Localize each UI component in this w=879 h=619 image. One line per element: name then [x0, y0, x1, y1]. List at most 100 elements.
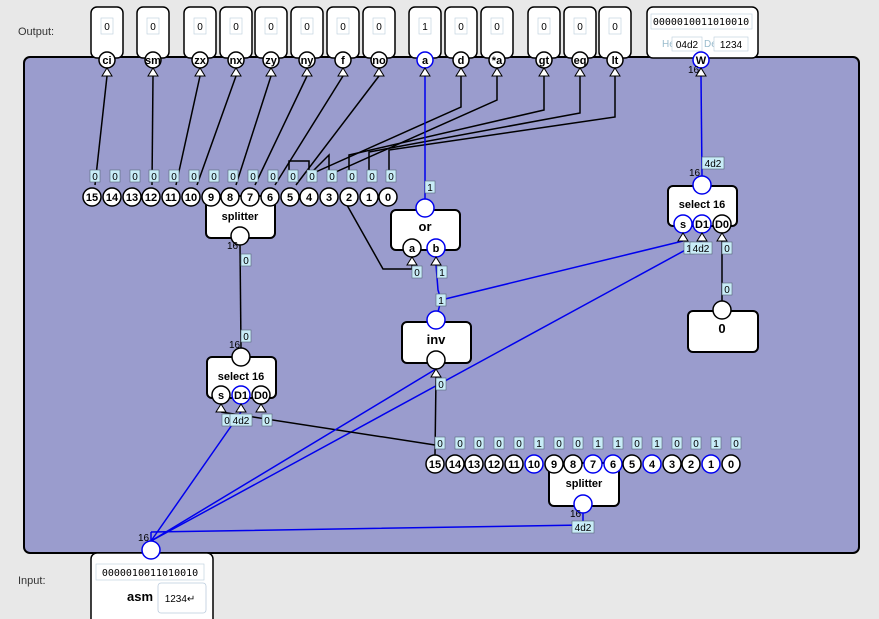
output-pin-sm[interactable]: 0sm — [136, 6, 170, 77]
input-label: Input: — [18, 575, 46, 587]
splitter-bottom-pin-label: 8 — [570, 459, 576, 471]
w-dec: 1234 — [720, 40, 743, 51]
splitter-bottom-pin-label: 14 — [449, 459, 462, 471]
output-pin-gt[interactable]: 0 gt — [527, 6, 561, 77]
splitter-top-pin-label: 15 — [86, 192, 98, 204]
output-pin-label: gt — [539, 55, 550, 67]
output-pin-a[interactable]: 1a — [408, 6, 442, 77]
splitter-bottom-bit-value: 0 — [733, 439, 739, 450]
wire — [175, 75, 201, 186]
splitter-bottom-pin-label: 13 — [468, 459, 480, 471]
output-pin-nx[interactable]: 0nx — [219, 6, 253, 77]
input-pin[interactable]: 0000010011010010 asm 1234↵ — [90, 540, 214, 619]
w-output-pin[interactable]: 0000010011010010 Hex 04d2 Dec 1234 W — [646, 6, 759, 77]
select-right-out-value: 4d2 — [705, 159, 722, 170]
asm-label: asm — [127, 589, 153, 604]
output-pin-zy[interactable]: 0zy — [254, 6, 288, 77]
splitter-top-pin-label: 5 — [287, 192, 293, 204]
output-value: 0 — [104, 22, 110, 33]
input-bits: 0000010011010010 — [102, 568, 198, 579]
splitter-bottom-bit-value: 0 — [634, 439, 640, 450]
output-pin-zx[interactable]: 0zx — [183, 6, 217, 77]
output-value: 0 — [376, 22, 382, 33]
splitter-top-pin — [220, 187, 240, 207]
wire — [295, 75, 380, 186]
splitter-bottom-pin — [603, 454, 623, 474]
output-pin-label: d — [458, 55, 465, 67]
output-pin-f[interactable]: 0f — [326, 6, 360, 77]
output-pin-ci[interactable]: 0ci — [90, 6, 124, 77]
const-out-value: 0 — [724, 285, 730, 296]
inv-gate[interactable]: inv — [401, 310, 472, 378]
splitter-top-pin-label: 1 — [366, 192, 372, 204]
width-mark: 16 — [229, 340, 241, 351]
select-right[interactable]: select 16 s D1 D0 — [667, 175, 738, 242]
output-pin-eq[interactable]: 0eq — [563, 6, 597, 77]
output-pin-label: ny — [301, 55, 315, 67]
splitter-bottom-pin — [484, 454, 504, 474]
splitter-top-bit-value: 0 — [92, 172, 98, 183]
splitter-bottom-bit-value: 0 — [516, 439, 522, 450]
asm-input[interactable]: 1234↵ — [165, 594, 196, 605]
select-left-title: select 16 — [218, 371, 264, 383]
output-pin-no[interactable]: 0 no — [362, 6, 396, 77]
select-right-s-value: 1 — [686, 244, 692, 255]
splitter-top-pin — [201, 187, 221, 207]
wire — [254, 75, 308, 186]
splitter-top-pin-label: 0 — [385, 192, 391, 204]
output-value: 1 — [422, 22, 428, 33]
output-value: 0 — [268, 22, 274, 33]
wire — [348, 76, 545, 175]
splitter-top-bit-value: 0 — [349, 172, 355, 183]
width-mark: 16 — [689, 168, 701, 179]
select-left[interactable]: select 16 s D1 D0 — [206, 347, 277, 413]
output-pin-ny[interactable]: 0ny — [290, 6, 324, 77]
splitter-bottom-pin — [622, 454, 642, 474]
output-value: 0 — [494, 22, 500, 33]
or-gate[interactable]: or a b — [390, 198, 461, 266]
select-right-d1: D1 — [695, 219, 709, 231]
or-in-b: b — [433, 243, 440, 255]
splitter-top-bit-value: 0 — [112, 172, 118, 183]
splitter-bottom-pin — [425, 454, 445, 474]
splitter-bottom-bit-value: 1 — [536, 439, 542, 450]
w-dec-label: Dec — [704, 39, 722, 50]
splitter-top-in-value: 0 — [243, 256, 249, 267]
splitter-bottom-bit-value: 0 — [476, 439, 482, 450]
splitter-bottom-pin-label: 6 — [610, 459, 616, 471]
select-right-d1-value: 4d2 — [693, 244, 710, 255]
output-value: 0 — [150, 22, 156, 33]
wire — [368, 76, 581, 175]
splitter-bottom-pin — [464, 454, 484, 474]
splitter-top-pin-label: 11 — [165, 192, 177, 204]
output-value: 0 — [233, 22, 239, 33]
output-pin-label: no — [372, 55, 386, 67]
output-pin-label: *a — [492, 55, 503, 67]
output-pin-star-a[interactable]: 0 *a — [480, 6, 514, 77]
output-value: 0 — [340, 22, 346, 33]
bus-bottom-value: 4d2 — [575, 523, 592, 534]
width-mark: 16 — [570, 509, 582, 520]
w-pin-label: W — [696, 55, 707, 67]
splitter-bottom-pin-label: 12 — [488, 459, 500, 471]
splitter-top-bit-value: 0 — [191, 172, 197, 183]
splitter-bottom[interactable]: splitter — [548, 462, 620, 514]
output-pin-lt[interactable]: 0lt — [598, 6, 632, 77]
splitter-top-pin — [260, 187, 280, 207]
splitter-bottom-bit-value: 0 — [674, 439, 680, 450]
splitter-top-pin — [299, 187, 319, 207]
splitter-bottom-bit-value: 0 — [556, 439, 562, 450]
splitter-bottom-pin — [583, 454, 603, 474]
output-pin-d[interactable]: 0d — [444, 6, 478, 77]
splitter-top-pin — [181, 187, 201, 207]
wire — [150, 240, 703, 542]
output-value: 0 — [541, 22, 547, 33]
splitter-bottom-pin-label: 2 — [688, 459, 694, 471]
constant-zero[interactable]: 0 — [687, 300, 759, 353]
or-in-a: a — [409, 243, 416, 255]
splitter-bottom-pin-label: 7 — [590, 459, 596, 471]
splitter-bottom-pin-label: 9 — [551, 459, 557, 471]
splitter-top[interactable]: splitter — [205, 195, 276, 246]
